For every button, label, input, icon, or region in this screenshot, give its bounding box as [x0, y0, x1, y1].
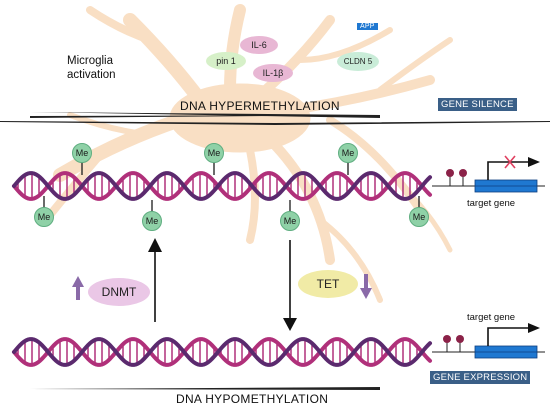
target-gene-silenced	[432, 155, 545, 193]
dna-strand	[12, 171, 432, 201]
target-gene-expressed	[432, 323, 545, 359]
methyl-group: Me	[338, 143, 358, 163]
top-divider	[30, 112, 380, 118]
hypomethylation-title: DNA HYPOMETHYLATION	[176, 392, 329, 406]
methyl-group: Me	[142, 211, 162, 231]
dna-strand	[12, 337, 432, 367]
dna-helix-methylated	[12, 171, 432, 201]
methyl-group: Me	[204, 143, 224, 163]
gene-silence-tag: GENE SILENCE	[438, 98, 517, 111]
tet-enzyme: TET	[298, 270, 358, 298]
methyl-pin	[459, 169, 467, 177]
gene-expression-tag: GENE EXPRESSION	[430, 371, 531, 384]
methyl-pin	[456, 335, 464, 343]
methyl-group: Me	[409, 207, 429, 227]
tet-decrease-arrow	[360, 274, 372, 299]
methyl-stalks	[43, 162, 420, 212]
hypermethylation-title: DNA HYPERMETHYLATION	[180, 99, 340, 113]
il6-pill: IL-6	[240, 36, 278, 54]
top-divider-left	[30, 115, 380, 118]
pin1-pill: pin 1	[206, 52, 246, 70]
methyl-group: Me	[72, 143, 92, 163]
bottom-divider	[30, 387, 380, 390]
dnmt-enzyme: DNMT	[88, 278, 150, 306]
il1b-pill: IL-1β	[253, 64, 293, 82]
dna-helix-unmethylated	[12, 337, 432, 367]
target-gene-top-label: target gene	[467, 198, 516, 209]
methyl-pin	[443, 335, 451, 343]
methylation-arrow-up	[148, 238, 162, 322]
methyl-group: Me	[34, 207, 54, 227]
methyl-group: Me	[280, 211, 300, 231]
demethylation-arrow-down	[283, 240, 297, 331]
dnmt-increase-arrow	[72, 276, 84, 300]
app-tag: APP	[357, 23, 378, 30]
dna-strand	[12, 337, 432, 367]
methyl-pin	[446, 169, 454, 177]
dna-strand	[12, 171, 432, 201]
middle-divider	[0, 121, 550, 125]
microglia-activation-label: Microglia activation	[67, 55, 116, 81]
target-gene-bottom-label: target gene	[467, 312, 516, 323]
cldn5-pill: CLDN 5	[337, 52, 379, 71]
